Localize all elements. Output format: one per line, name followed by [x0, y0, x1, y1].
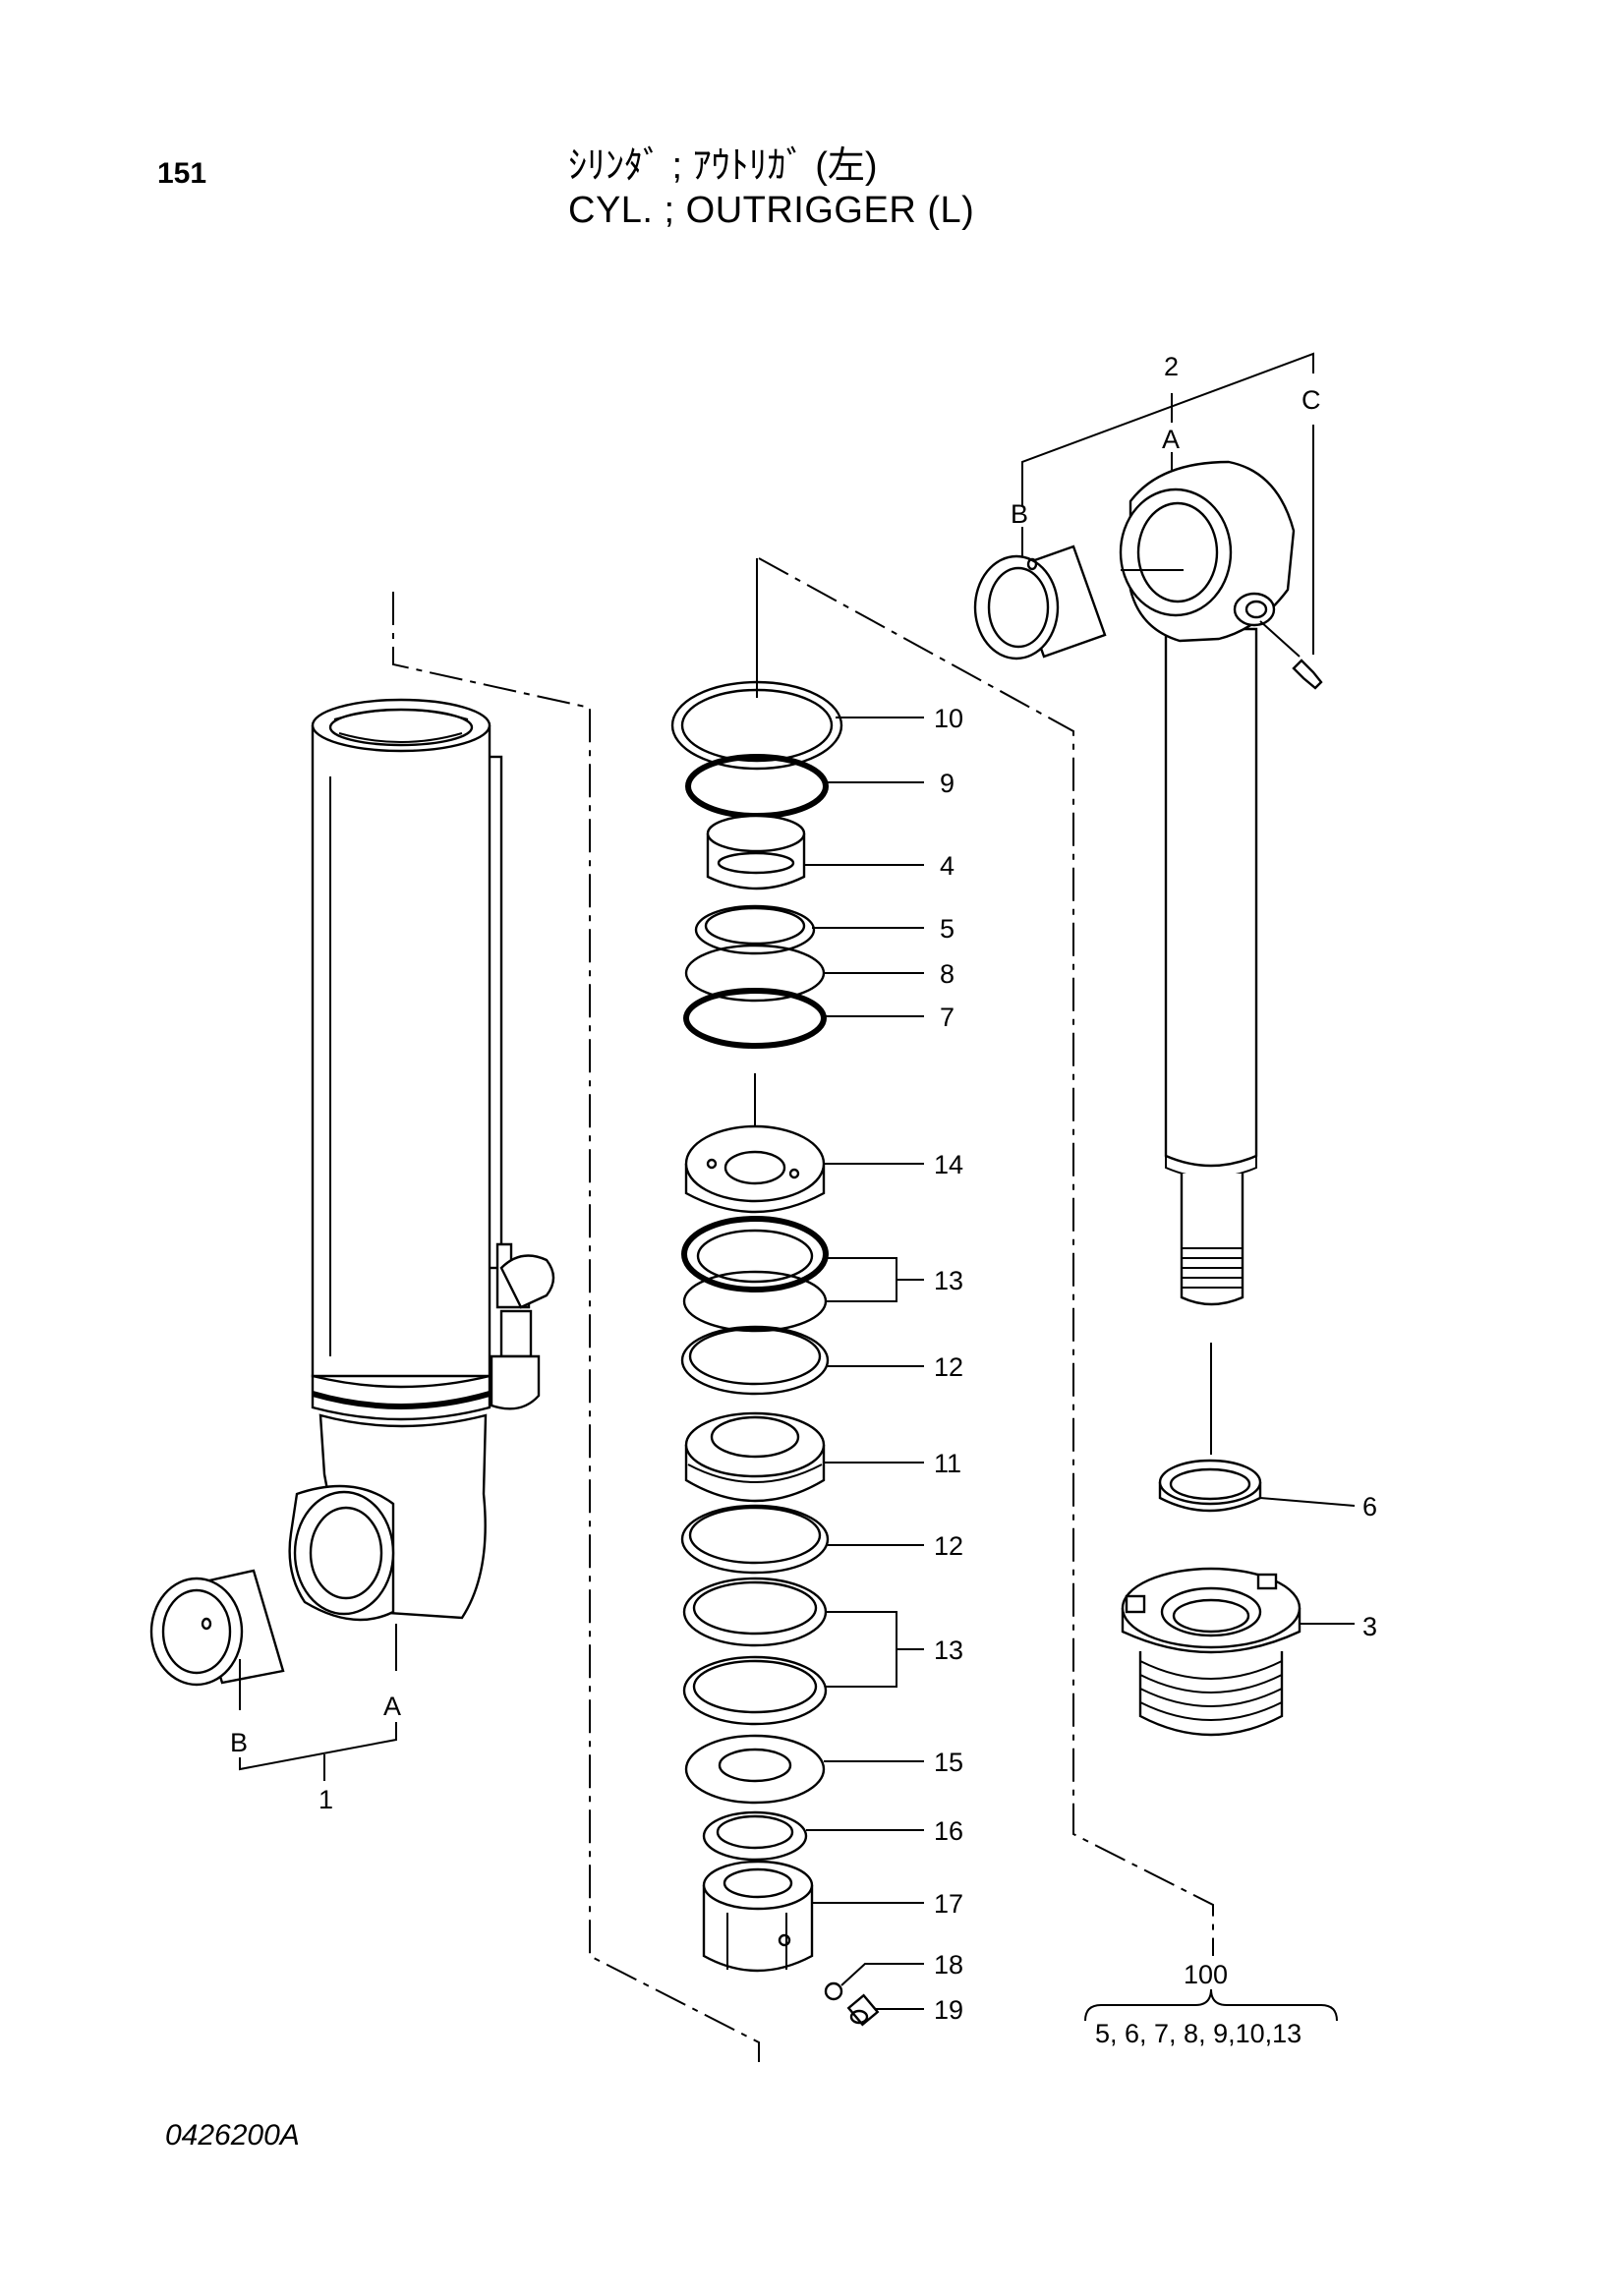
kit-brace [1084, 1988, 1338, 2022]
label-b-right: B [1011, 499, 1028, 529]
part-11 [684, 1411, 826, 1503]
part-4 [706, 814, 806, 890]
callout-bracket-1 [239, 1624, 397, 1781]
part-3 [1121, 1567, 1302, 1737]
callout-17: 17 [934, 1889, 963, 1919]
cylinder-tube [149, 698, 555, 1687]
callout-6: 6 [1362, 1492, 1377, 1521]
part-13-bottom [682, 1577, 828, 1647]
part-18 [824, 1981, 843, 2001]
callout-16: 16 [934, 1816, 963, 1846]
part-19 [846, 1993, 880, 2027]
part-7 [683, 988, 827, 1049]
callout-5: 5 [940, 914, 955, 944]
kit-contents: 5, 6, 7, 8, 9,10,13 [1095, 2019, 1302, 2048]
callout-10: 10 [934, 704, 963, 733]
callout-14: 14 [934, 1150, 963, 1179]
callout-19: 19 [934, 1995, 963, 2025]
label-a-right: A [1162, 425, 1180, 454]
label-a-left: A [383, 1692, 401, 1721]
callout-1: 1 [318, 1785, 333, 1814]
callout-8: 8 [940, 959, 955, 989]
part-12-top [680, 1325, 830, 1396]
callout-13-bottom: 13 [934, 1636, 963, 1665]
kit-number: 100 [1184, 1960, 1228, 1989]
part-15 [684, 1734, 826, 1805]
assembly-line-center [758, 557, 1214, 1956]
page-number: 151 [157, 157, 207, 190]
callout-12-bottom: 12 [934, 1531, 963, 1561]
callout-18: 18 [934, 1950, 963, 1980]
part-6 [1158, 1459, 1262, 1513]
reference-code: 0426200A [165, 2119, 300, 2152]
callout-4: 4 [940, 851, 955, 881]
label-c-right: C [1302, 385, 1321, 415]
part-16 [702, 1810, 808, 1862]
callout-2: 2 [1164, 352, 1179, 381]
assembly-line-left [392, 592, 760, 2062]
part-9 [685, 754, 829, 819]
part-17 [702, 1860, 814, 1973]
part-14 [684, 1124, 826, 1214]
callout-11: 11 [934, 1449, 961, 1478]
callout-3: 3 [1362, 1612, 1377, 1641]
callout-7: 7 [940, 1003, 955, 1032]
callout-9: 9 [940, 769, 955, 798]
part-13-top [681, 1216, 829, 1333]
part-10 [670, 680, 843, 771]
part-12-bottom [680, 1504, 830, 1575]
part-5 [694, 904, 816, 955]
piston-rod [973, 460, 1323, 1306]
callout-12-top: 12 [934, 1352, 963, 1382]
callout-bracket-2 [1021, 352, 1314, 655]
title-english: CYL. ; OUTRIGGER (L) [568, 190, 975, 231]
label-b-left: B [230, 1728, 248, 1757]
callout-15: 15 [934, 1748, 963, 1777]
title-japanese: ｼﾘﾝﾀﾞ ; ｱｳﾄﾘｶﾞ (左) [568, 145, 878, 187]
callout-13-top: 13 [934, 1266, 963, 1295]
